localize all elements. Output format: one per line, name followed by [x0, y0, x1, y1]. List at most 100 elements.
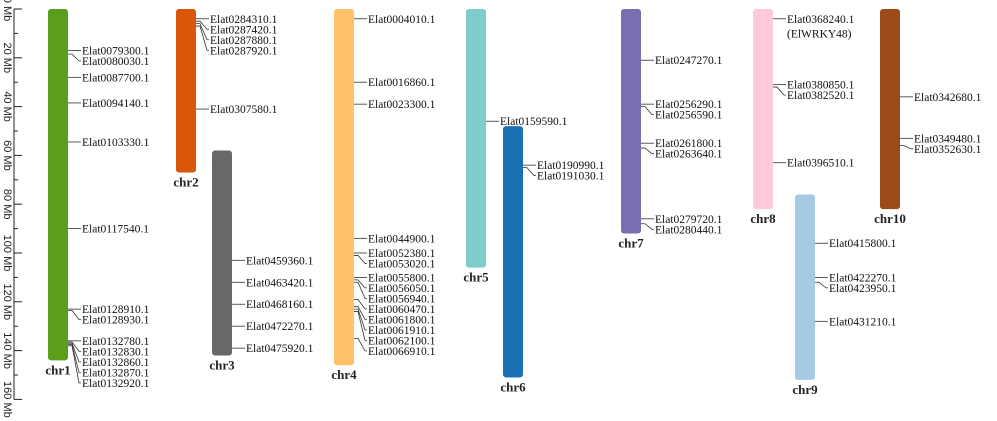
gene-label: Elat0287880.1 — [210, 35, 278, 47]
gene-label: Elat0159590.1 — [500, 116, 568, 128]
scale-tick-label: 60 Mb — [1, 140, 13, 171]
gene-label: Elat0468160.1 — [246, 299, 314, 311]
chromosome-label-chr9: chr9 — [792, 382, 818, 397]
scale-tick-label: 120 Mb — [1, 283, 13, 320]
scale-tick-label: 140 Mb — [1, 332, 13, 369]
scale-tick-label: 100 Mb — [1, 235, 13, 272]
gene-label: Elat0016860.1 — [368, 77, 436, 89]
gene-marker-line — [196, 20, 209, 30]
gene-marker-line — [68, 309, 81, 321]
gene-label: Elat0284310.1 — [210, 14, 278, 26]
gene-label: Elat0472270.1 — [246, 321, 314, 333]
gene-label: Elat0380850.1 — [787, 80, 855, 92]
gene-marker-line — [68, 53, 81, 62]
gene-label: Elat0422270.1 — [829, 272, 897, 284]
gene-marker-line — [900, 145, 913, 150]
gene-label: Elat0279720.1 — [655, 214, 723, 226]
chromosome-label-chr6: chr6 — [500, 379, 526, 394]
gene-label: Elat0044900.1 — [368, 233, 436, 245]
gene-label: Elat0132920.1 — [82, 378, 150, 390]
gene-label: Elat0263640.1 — [655, 149, 723, 161]
chromosome-bar-chr10 — [880, 9, 900, 210]
gene-label: Elat0396510.1 — [787, 158, 855, 170]
gene-label: Elat0132830.1 — [82, 346, 150, 358]
gene-label: Elat0280440.1 — [655, 224, 723, 236]
gene-label: Elat0060470.1 — [368, 304, 436, 316]
gene-marker-line — [815, 281, 828, 289]
chromosome-label-chr3: chr3 — [209, 357, 235, 372]
gene-label: Elat0128910.1 — [82, 304, 150, 316]
chromosome-label-chr5: chr5 — [463, 270, 489, 285]
scale-tick-label: 80 Mb — [1, 189, 13, 220]
gene-label: Elat0287420.1 — [210, 24, 278, 36]
scale-tick-label: 40 Mb — [1, 91, 13, 122]
chromosome-bar-chr2 — [176, 9, 196, 173]
gene-label: Elat0463420.1 — [246, 277, 314, 289]
gene-label: Elat0423950.1 — [829, 283, 897, 295]
gene-label: Elat0431210.1 — [829, 316, 897, 328]
gene-label: Elat0191030.1 — [537, 171, 605, 183]
gene-marker-line — [773, 86, 786, 96]
gene-marker-line — [68, 344, 81, 373]
chromosome-label-chr7: chr7 — [618, 235, 644, 250]
gene-label: Elat0307580.1 — [210, 104, 278, 116]
chromosome-label-chr1: chr1 — [45, 362, 70, 377]
chromosome-bar-chr9 — [795, 194, 815, 380]
gene-label: Elat0132870.1 — [82, 367, 150, 379]
gene-label: Elat0079300.1 — [82, 45, 150, 57]
chromosome-bar-chr5 — [466, 9, 486, 268]
gene-marker-line — [354, 298, 367, 310]
gene-marker-line — [523, 167, 536, 177]
gene-label: Elat0080030.1 — [82, 56, 150, 68]
gene-label: Elat0094140.1 — [82, 98, 150, 110]
chromosome-bar-chr3 — [212, 150, 232, 356]
chromosome-bar-chr1 — [48, 9, 68, 361]
scale-tick-label: 0 Mb — [1, 0, 13, 21]
gene-label: Elat0023300.1 — [368, 99, 436, 111]
gene-label: Elat0117540.1 — [82, 224, 149, 236]
gene-label: Elat0087700.1 — [82, 72, 150, 84]
gene-label: Elat0103330.1 — [82, 137, 150, 149]
gene-marker-line — [68, 341, 81, 352]
gene-label: Elat0056940.1 — [368, 293, 436, 305]
gene-marker-line — [354, 308, 367, 331]
gene-marker-line — [641, 147, 654, 155]
gene-label: Elat0061800.1 — [368, 314, 436, 326]
gene-label: Elat0415800.1 — [829, 238, 897, 250]
gene-label: Elat0132780.1 — [82, 336, 150, 348]
gene-label: Elat0247270.1 — [655, 55, 723, 67]
gene-marker-line — [641, 223, 654, 230]
gene-label: Elat0459360.1 — [246, 255, 314, 267]
gene-label: Elat0352630.1 — [914, 144, 982, 156]
gene-label: Elat0382520.1 — [787, 90, 855, 102]
gene-label: Elat0055800.1 — [368, 272, 436, 284]
chromosome-label-chr8: chr8 — [750, 211, 776, 226]
gene-marker-line — [68, 342, 81, 363]
gene-label: Elat0053020.1 — [368, 259, 436, 271]
chromosome-label-chr2: chr2 — [173, 174, 198, 189]
gene-label: Elat0287920.1 — [210, 45, 278, 57]
gene-alias-label: (ElWRKY48) — [787, 28, 852, 40]
scale-tick-label: 160 Mb — [1, 381, 13, 418]
gene-marker-line — [641, 106, 654, 116]
scale-tick-label: 20 Mb — [1, 43, 13, 74]
chromosome-bar-chr8 — [753, 9, 773, 210]
gene-marker-line — [354, 255, 367, 264]
chromosome-label-chr10: chr10 — [874, 211, 906, 226]
gene-marker-line — [196, 23, 209, 41]
gene-label: Elat0061910.1 — [368, 325, 436, 337]
chromosome-bar-chr6 — [503, 126, 523, 378]
gene-label: Elat0190990.1 — [537, 160, 605, 172]
gene-label: Elat0475920.1 — [246, 343, 314, 355]
gene-label: Elat0128930.1 — [82, 315, 150, 327]
gene-label: Elat0052380.1 — [368, 248, 436, 260]
gene-label: Elat0256590.1 — [655, 110, 723, 122]
gene-label: Elat0062100.1 — [368, 335, 436, 347]
gene-label: Elat0342680.1 — [914, 92, 982, 104]
chromosome-label-chr4: chr4 — [331, 367, 357, 382]
gene-marker-line — [68, 345, 81, 384]
gene-marker-line — [196, 25, 209, 51]
gene-marker-line — [354, 311, 367, 341]
gene-label: Elat0132860.1 — [82, 357, 150, 369]
